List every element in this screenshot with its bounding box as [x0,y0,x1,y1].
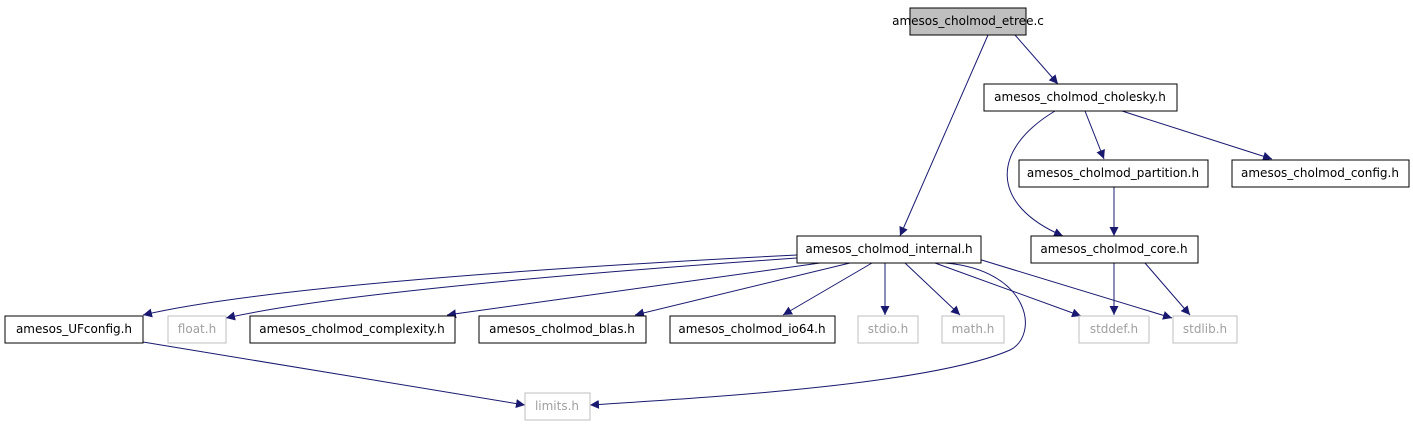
node-stddef-h[interactable]: stddef.h [1078,315,1150,344]
edge-internal-to-stddef [934,262,1082,318]
edge-internal-to-ufconfig [142,254,798,318]
edge-etree-to-internal [899,34,989,237]
node-label: amesos_cholmod_io64.h [678,322,825,336]
edge-ufconfig-to-limits [142,341,526,408]
node-label: amesos_cholmod_complexity.h [259,322,445,336]
node-amesos-ufconfig-h[interactable]: amesos_UFconfig.h [4,315,144,344]
node-label: amesos_cholmod_cholesky.h [994,90,1166,104]
node-amesos-cholmod-etree-c[interactable]: amesos_cholmod_etree.c [892,7,1044,36]
node-label: stdio.h [868,322,908,336]
node-label: amesos_cholmod_blas.h [489,322,635,336]
node-label: amesos_cholmod_partition.h [1027,166,1199,180]
edge-internal-to-math [904,262,961,316]
edge-cholesky-to-partition [1084,110,1105,160]
edge-internal-to-stdlib [974,257,1173,320]
node-label: stdlib.h [1183,322,1227,336]
edge-internal-to-complexity [446,262,821,319]
node-limits-h[interactable]: limits.h [524,392,591,421]
node-label: amesos_UFconfig.h [16,322,132,336]
node-amesos-cholmod-partition-h[interactable]: amesos_cholmod_partition.h [1018,159,1209,188]
node-stdio-h[interactable]: stdio.h [857,315,919,344]
node-amesos-cholmod-blas-h[interactable]: amesos_cholmod_blas.h [478,315,647,344]
node-label: amesos_cholmod_core.h [1040,242,1187,256]
node-label: stddef.h [1090,322,1138,336]
node-math-h[interactable]: math.h [941,315,1005,344]
edge-core-to-stdlib [1144,262,1191,316]
node-float-h[interactable]: float.h [167,315,227,344]
node-label: math.h [952,322,995,336]
node-stdlib-h[interactable]: stdlib.h [1172,315,1238,344]
node-label: float.h [178,322,216,336]
node-amesos-cholmod-complexity-h[interactable]: amesos_cholmod_complexity.h [249,315,456,344]
node-amesos-cholmod-cholesky-h[interactable]: amesos_cholmod_cholesky.h [983,83,1178,112]
edge-internal-to-io64 [782,262,873,316]
edge-cholesky-to-config [1121,110,1273,161]
edge-etree-to-cholesky [1014,34,1059,85]
node-amesos-cholmod-config-h[interactable]: amesos_cholmod_config.h [1231,159,1410,188]
node-label: amesos_cholmod_internal.h [805,242,972,256]
edge-internal-to-float [225,257,798,321]
nodes-layer: amesos_cholmod_etree.c amesos_cholmod_ch… [4,7,1410,421]
node-label: amesos_cholmod_config.h [1241,166,1399,180]
node-label: limits.h [535,399,579,413]
node-amesos-cholmod-internal-h[interactable]: amesos_cholmod_internal.h [796,235,982,264]
node-amesos-cholmod-core-h[interactable]: amesos_cholmod_core.h [1030,235,1199,264]
node-amesos-cholmod-io64-h[interactable]: amesos_cholmod_io64.h [669,315,836,344]
edge-cholesky-to-core [1006,110,1064,237]
edge-internal-to-blas [634,262,851,318]
edge-internal-to-limits [589,262,1026,409]
edges-layer [142,34,1273,409]
node-label: amesos_cholmod_etree.c [892,14,1044,28]
